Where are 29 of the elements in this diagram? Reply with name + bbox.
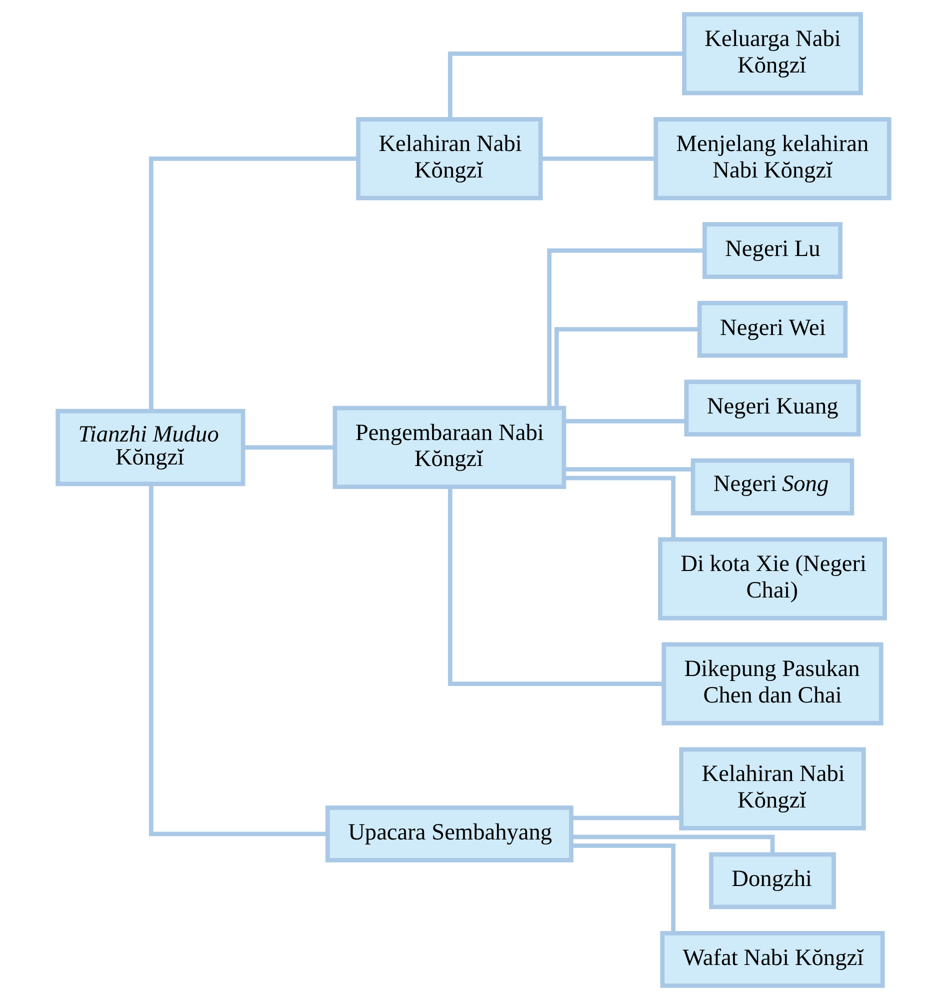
connector <box>540 156 656 161</box>
node-box: Dikepung Pasukan Chen dan Chai <box>662 642 884 726</box>
connector <box>572 816 681 820</box>
node-box: Keluarga Nabi Kŏngzĭ <box>682 12 863 96</box>
connector <box>448 487 664 686</box>
connector <box>148 484 328 836</box>
connector <box>572 843 676 934</box>
node-box: Dongzhi <box>709 852 836 910</box>
connector <box>148 156 358 411</box>
connector <box>572 834 775 854</box>
node-box: Negeri Kuang <box>684 380 861 437</box>
node-box: Upacara Sembahyang <box>325 806 574 862</box>
node-box: Di kota Xie (Negeri Chai) <box>658 537 887 620</box>
node-box: Menjelang kelahiran Nabi Kŏngzĭ <box>654 117 892 200</box>
node-box: Tianzhi Muduo Kŏngzĭ <box>56 408 246 486</box>
connector <box>547 248 704 408</box>
node-box: Negeri Wei <box>697 300 848 358</box>
node-box: Pengembaraan Nabi Kŏngzĭ <box>332 406 566 490</box>
node-box: Negeri Song <box>690 458 854 516</box>
connector <box>564 419 686 424</box>
connector <box>554 327 700 408</box>
node-box: Negeri Lu <box>702 222 842 280</box>
node-box: Kelahiran Nabi Kŏngzĭ <box>679 747 866 830</box>
connector <box>564 467 692 472</box>
connector <box>243 445 335 450</box>
node-box: Wafat Nabi Kŏngzĭ <box>660 930 885 988</box>
connector <box>564 476 676 539</box>
connector <box>448 52 684 120</box>
node-box: Kelahiran Nabi Kŏngzĭ <box>356 117 543 200</box>
